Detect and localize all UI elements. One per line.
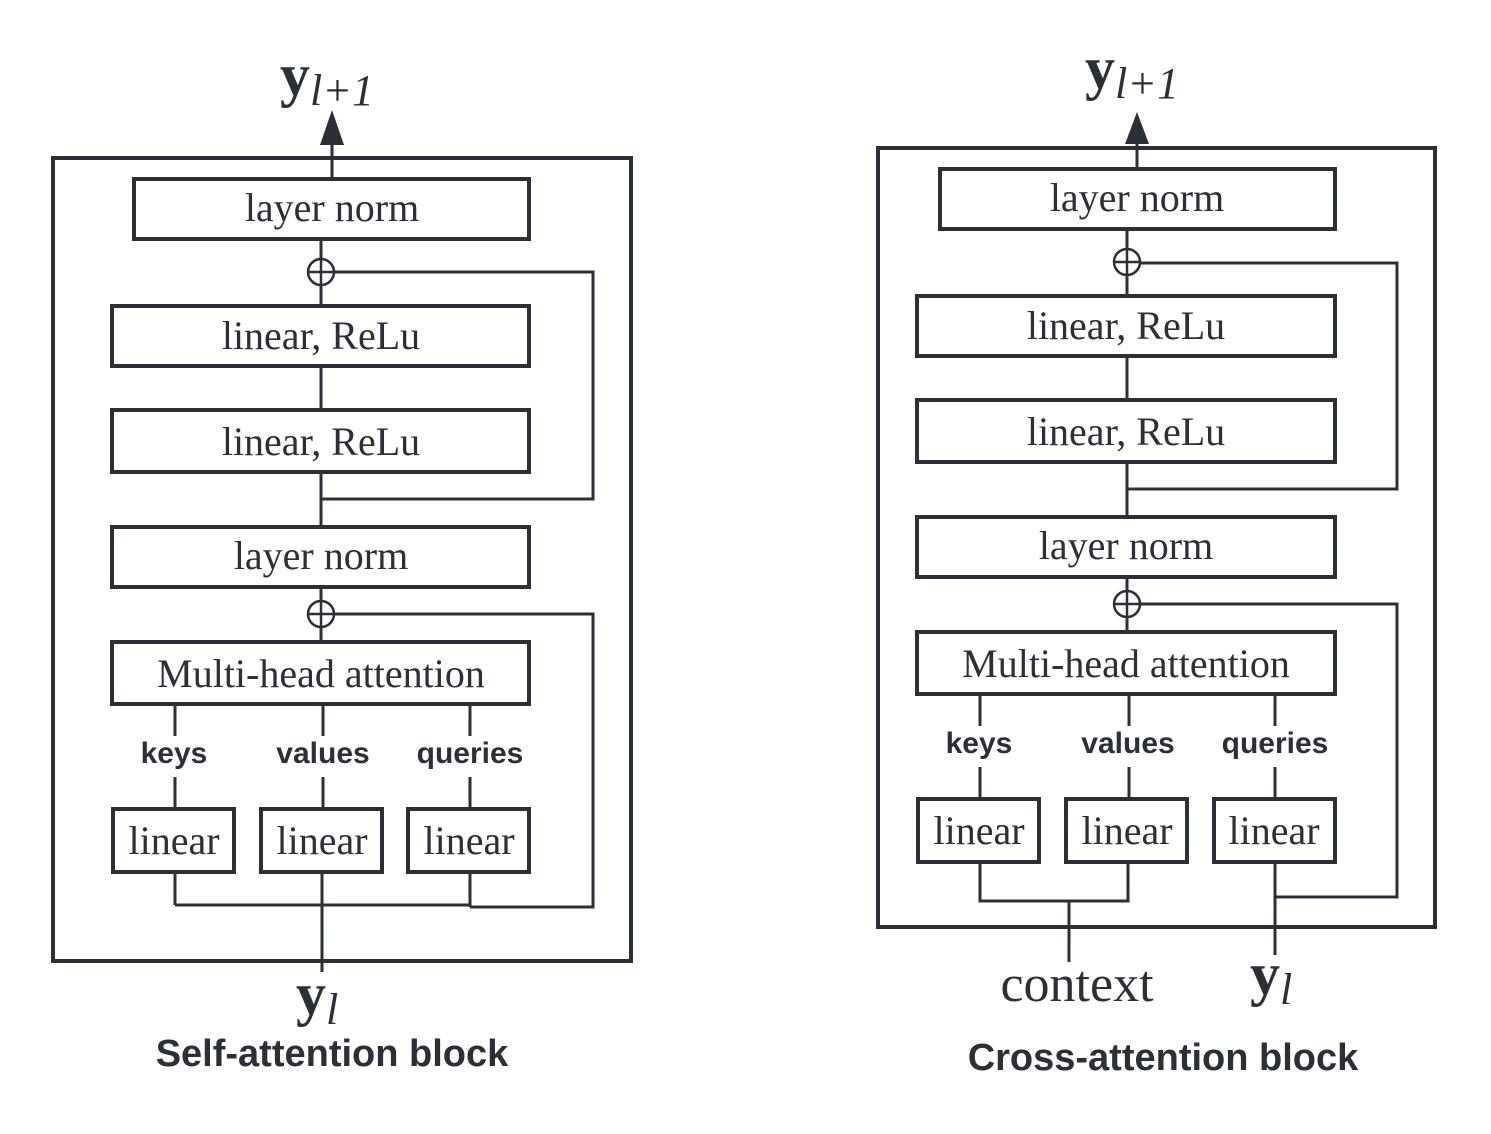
cross-values-label: values: [1081, 727, 1174, 760]
self-layer-norm-top-box: [132, 177, 531, 241]
cross-add-2-icon: [1112, 589, 1142, 619]
self-add-2-icon: [306, 599, 336, 629]
cross-caption: Cross-attention block: [968, 1037, 1359, 1079]
self-input-subscript: l: [326, 985, 338, 1034]
self-linear-k-label: linear: [128, 818, 219, 863]
cross-layer-norm-top-label: layer norm: [1050, 175, 1224, 220]
self-values-label: values: [276, 737, 369, 770]
self-output-label: yl+1: [280, 42, 374, 115]
self-residual-1: [321, 270, 595, 501]
cross-output-arrow-head: [1125, 112, 1149, 144]
self-attention-block: [51, 110, 633, 972]
cross-residual-1: [1127, 261, 1399, 491]
cross-residual-2: [1140, 602, 1399, 899]
cross-keys-label: keys: [946, 727, 1013, 760]
cross-linear-k-label: linear: [933, 808, 1024, 853]
cross-outer-frame: [876, 146, 1437, 929]
cross-output-subscript: l+1: [1115, 59, 1179, 108]
cross-input-subscript: l: [1280, 965, 1292, 1014]
self-layer-norm-mid-label: layer norm: [234, 533, 408, 578]
self-mha-label: Multi-head attention: [157, 651, 485, 696]
self-caption: Self-attention block: [156, 1033, 509, 1075]
cross-linear-relu-1-label: linear, ReLu: [1027, 303, 1225, 348]
cross-mha-label: Multi-head attention: [962, 641, 1290, 686]
self-outer-frame: [51, 156, 633, 963]
self-output-subscript: l+1: [310, 66, 374, 115]
self-linear-relu-2-label: linear, ReLu: [222, 419, 420, 464]
self-keys-label: keys: [141, 737, 208, 770]
cross-context-label: context: [1000, 956, 1154, 1013]
cross-layer-norm-mid-label: layer norm: [1039, 523, 1213, 568]
cross-output-label: yl+1: [1085, 35, 1179, 108]
cross-context-bus: [978, 862, 1130, 903]
self-linear-q-label: linear: [423, 818, 514, 863]
self-add-1-icon: [306, 257, 336, 287]
cross-linear-relu-2-label: linear, ReLu: [1027, 409, 1225, 454]
self-output-arrow-head: [320, 110, 344, 145]
cross-layer-norm-top-box: [938, 167, 1337, 231]
cross-add-1-icon: [1112, 247, 1142, 277]
cross-attention-block: [876, 112, 1437, 962]
cross-queries-label: queries: [1222, 727, 1329, 760]
self-queries-label: queries: [417, 737, 524, 770]
self-linear-v-label: linear: [276, 818, 367, 863]
cross-linear-v-label: linear: [1081, 808, 1172, 853]
cross-input-label: yl: [1250, 941, 1292, 1014]
self-linear-relu-1-label: linear, ReLu: [222, 313, 420, 358]
self-residual-2: [334, 612, 595, 909]
self-layer-norm-top-label: layer norm: [245, 185, 419, 230]
self-input-label: yl: [296, 961, 338, 1034]
cross-linear-q-label: linear: [1228, 808, 1319, 853]
